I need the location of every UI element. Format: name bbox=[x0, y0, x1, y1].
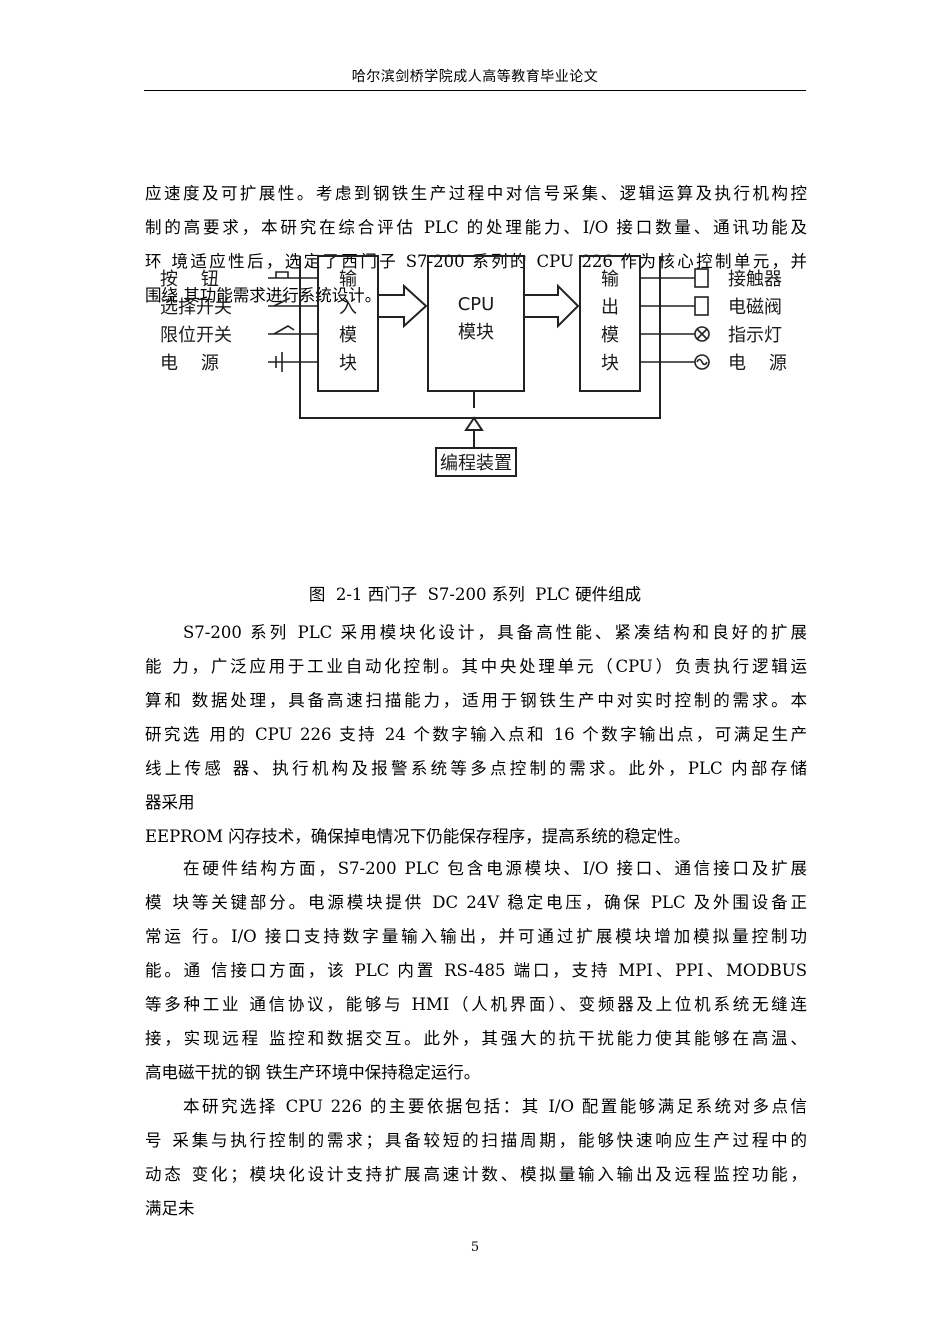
text-line: 等多种工业 通信协议，能够与 HMI（人机界面）、变频器及上位机系统无缝连 bbox=[145, 995, 807, 1014]
output-module-box bbox=[579, 255, 641, 392]
bus-loop bbox=[299, 256, 661, 419]
text-line: 常运 行。I/O 接口支持数字量输入输出，并可通过扩展模块增加模拟量控制功 bbox=[145, 927, 807, 946]
text-line: 应速度及可扩展性。考虑到钢铁生产过程中对信号采集、逻辑运算及执行机构控 bbox=[145, 184, 807, 203]
lamp-symbol bbox=[694, 326, 710, 342]
output-module-char: 出 bbox=[601, 297, 619, 318]
output-wiring bbox=[640, 268, 710, 370]
text-line: 围绕 其功能需求进行系统设计。 bbox=[145, 286, 382, 305]
input-module-char: 块 bbox=[339, 353, 357, 374]
text-line: 研究选 用的 CPU 226 支持 24 个数字输入点和 16 个数字输出点，可… bbox=[145, 725, 807, 744]
output-label-contactor: 接触器 bbox=[728, 269, 782, 290]
output-module-char: 输 bbox=[601, 269, 619, 290]
output-module-char: 模 bbox=[601, 325, 619, 346]
input-wiring bbox=[268, 271, 318, 372]
text-line: 制的高要求，本研究在综合评估 PLC 的处理能力、I/O 接口数量、通讯功能及 bbox=[145, 218, 807, 237]
paragraph-s7-200: S7-200 系列 PLC 采用模块化设计，具备高性能、紧凑结构和良好的扩展 能… bbox=[145, 616, 807, 854]
text-line: 本研究选择 CPU 226 的主要依据包括：其 I/O 配置能够满足系统对多点信 bbox=[183, 1097, 807, 1116]
input-module-char: 模 bbox=[339, 325, 357, 346]
plc-hardware-diagram: 按 钮 选择开关 限位开关 电 源 输 入 模 块 CPU 模块 输 出 模 块… bbox=[160, 255, 787, 477]
text-line: 满足未 bbox=[145, 1199, 195, 1218]
input-module-char: 输 bbox=[339, 269, 357, 290]
text-line: 动态 变化；模块化设计支持扩展高速计数、模拟量输入输出及远程监控功能， bbox=[145, 1165, 807, 1184]
text-line: 号 采集与执行控制的需求；具备较短的扫描周期，能够快速响应生产过程中的 bbox=[145, 1131, 807, 1150]
programmer-box bbox=[435, 447, 517, 477]
input-label-power: 电 源 bbox=[160, 353, 219, 374]
text-line: 线上传感 器、执行机构及报警系统等多点控制的需求。此外，PLC 内部存储 bbox=[145, 759, 807, 778]
text-line: 能。通 信接口方面，该 PLC 内置 RS-485 端口，支持 MPI、PPI、… bbox=[145, 961, 807, 980]
paragraph-selection: 本研究选择 CPU 226 的主要依据包括：其 I/O 配置能够满足系统对多点信… bbox=[145, 1090, 807, 1226]
text-line: 高电磁干扰的钢 铁生产环境中保持稳定运行。 bbox=[145, 1063, 481, 1082]
text-line: 能 力，广泛应用于工业自动化控制。其中央处理单元（CPU）负责执行逻辑运 bbox=[145, 657, 807, 676]
input-label-selector: 选择开关 bbox=[160, 297, 232, 318]
text-line: 算和 数据处理，具备高速扫描能力，适用于钢铁生产中对实时控制的需求。本 bbox=[145, 691, 807, 710]
intro-paragraph: 应速度及可扩展性。考虑到钢铁生产过程中对信号采集、逻辑运算及执行机构控 制的高要… bbox=[145, 177, 807, 313]
output-label-power: 电 源 bbox=[728, 353, 787, 374]
input-module-box bbox=[317, 255, 379, 392]
cpu-module-box bbox=[427, 255, 525, 392]
text-line: 器采用 bbox=[145, 793, 195, 812]
text-line: 模 块等关键部分。电源模块提供 DC 24V 稳定电压，确保 PLC 及外围设备… bbox=[145, 893, 807, 912]
page-number: 5 bbox=[470, 1240, 480, 1255]
figure-caption: 图 2-1 西门子 S7-200 系列 PLC 硬件组成 bbox=[308, 585, 642, 604]
input-label-button: 按 钮 bbox=[160, 269, 219, 290]
text-line: EEPROM 闪存技术，确保掉电情况下仍能保存程序，提高系统的稳定性。 bbox=[145, 827, 691, 846]
header-rule bbox=[144, 90, 806, 91]
output-label-lamp: 指示灯 bbox=[728, 325, 782, 346]
cpu-label: CPU bbox=[458, 294, 495, 315]
output-label-valve: 电磁阀 bbox=[728, 297, 782, 318]
cpu-module-label: 模块 bbox=[458, 322, 494, 343]
arrow-programmer bbox=[464, 416, 484, 448]
text-line: 在硬件结构方面，S7-200 PLC 包含电源模块、I/O 接口、通信接口及扩展 bbox=[183, 859, 807, 878]
text-line: 接，实现远程 监控和数据交互。此外，其强大的抗干扰能力使其能够在高温、 bbox=[145, 1029, 807, 1048]
power-symbol bbox=[694, 354, 710, 370]
output-module-char: 块 bbox=[601, 353, 619, 374]
text-line: 环 境适应性后，选定了西门子 S7-200 系列的 CPU 226 作为核心控制… bbox=[145, 252, 807, 271]
valve-symbol bbox=[694, 296, 709, 316]
running-header: 哈尔滨剑桥学院成人高等教育毕业论文 bbox=[351, 69, 599, 85]
input-label-limit: 限位开关 bbox=[160, 325, 232, 346]
arrow-cpu-to-output bbox=[523, 283, 580, 329]
programmer-label: 编程装置 bbox=[440, 453, 512, 474]
input-module-char: 入 bbox=[339, 297, 357, 318]
text-line: S7-200 系列 PLC 采用模块化设计，具备高性能、紧凑结构和良好的扩展 bbox=[183, 623, 807, 642]
paragraph-hardware: 在硬件结构方面，S7-200 PLC 包含电源模块、I/O 接口、通信接口及扩展… bbox=[145, 852, 807, 1090]
contactor-symbol bbox=[694, 268, 709, 288]
arrow-input-to-cpu bbox=[377, 283, 428, 329]
